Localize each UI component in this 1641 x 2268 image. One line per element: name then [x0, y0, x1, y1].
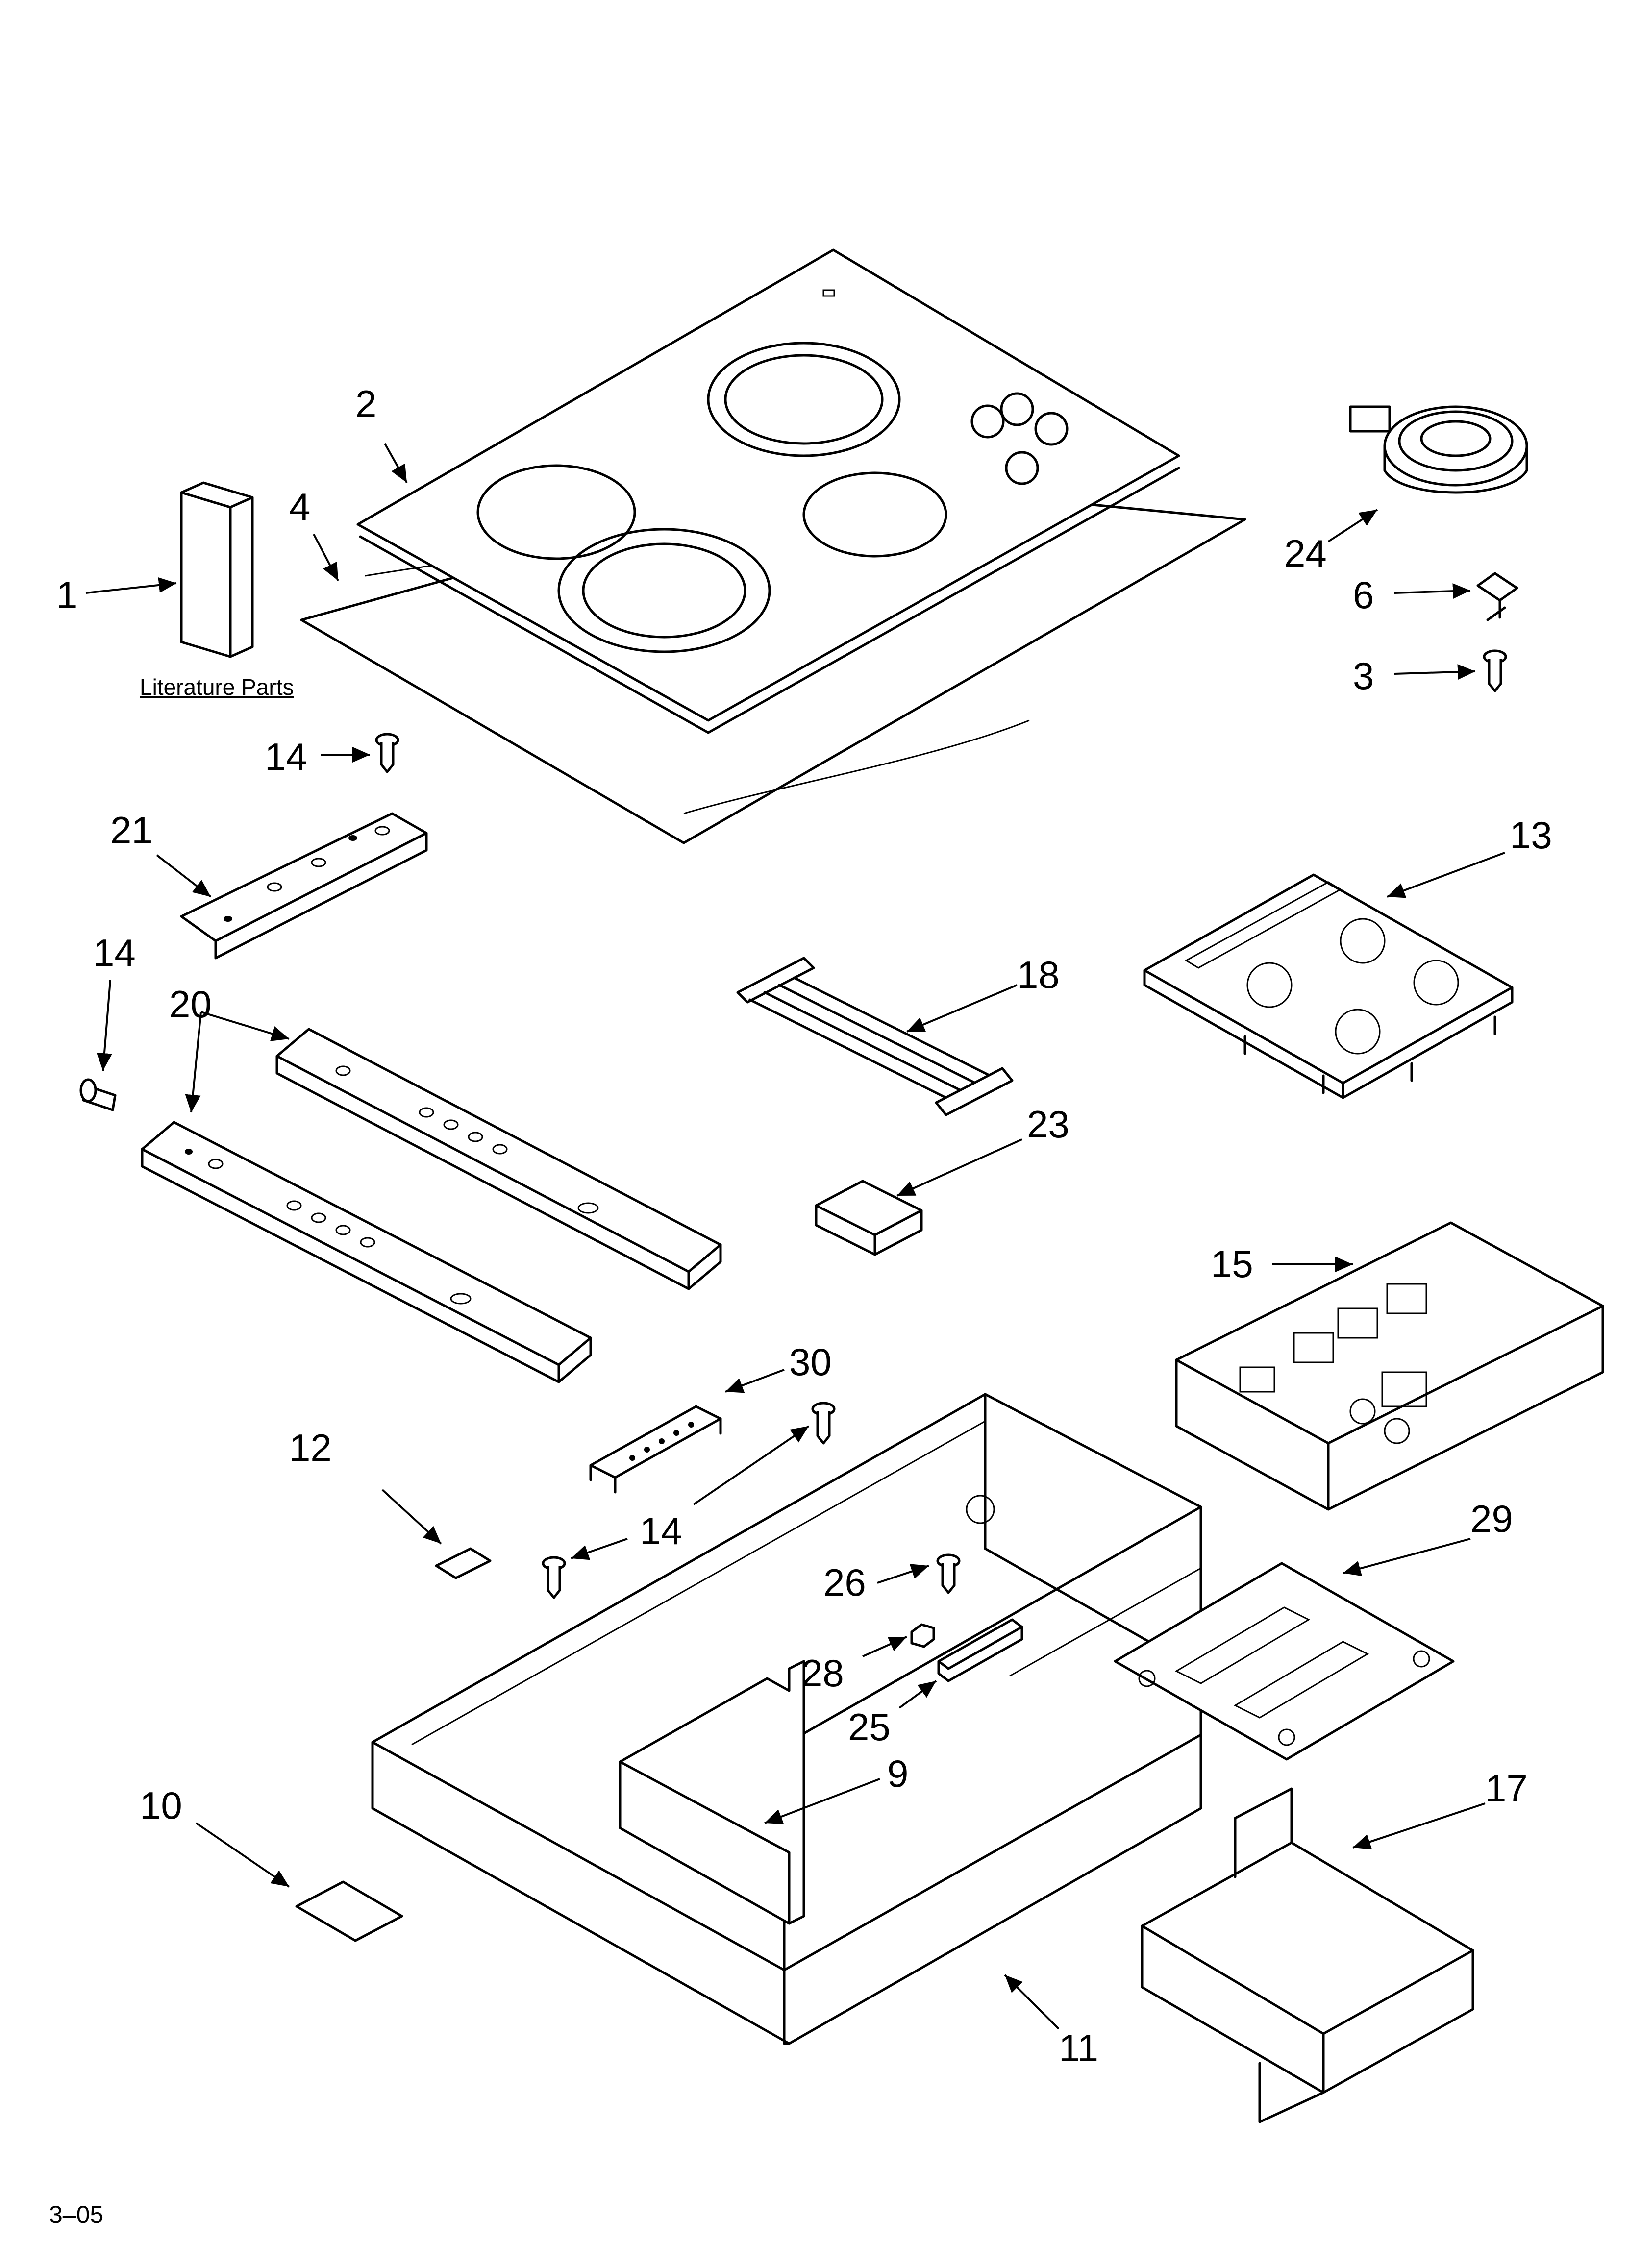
element-screw [1483, 649, 1507, 692]
callout-1: 1 [56, 573, 78, 616]
callout-17: 17 [1485, 1767, 1528, 1810]
control-board [1143, 873, 1514, 1099]
literature-parts-label: Literature Parts [140, 674, 294, 700]
box-screw-left [542, 1556, 566, 1599]
small-plate [435, 1547, 492, 1579]
hex-nut [910, 1623, 935, 1648]
wire-bracket [815, 1180, 923, 1256]
callout-26: 26 [823, 1561, 866, 1604]
callout-30: 30 [789, 1340, 832, 1383]
control-box-bracket [1141, 1787, 1474, 2123]
callout-14-top: 14 [265, 735, 307, 778]
side-rail-rear [275, 1028, 722, 1290]
callout-21: 21 [110, 809, 153, 852]
radiant-element [1349, 405, 1528, 494]
callout-14-center: 14 [640, 1509, 682, 1553]
callout-23: 23 [1027, 1103, 1069, 1146]
callout-9: 9 [887, 1752, 909, 1795]
callout-25: 25 [848, 1705, 891, 1749]
bracket-screw-top [375, 733, 399, 773]
callout-12: 12 [289, 1426, 332, 1469]
small-cover-plate [295, 1880, 403, 1942]
callout-11: 11 [1059, 2026, 1098, 2070]
literature-booklet [180, 481, 254, 658]
front-bracket [180, 812, 428, 960]
callout-20: 20 [169, 983, 212, 1026]
callout-10: 10 [140, 1784, 182, 1827]
callout-13: 13 [1510, 814, 1552, 857]
callout-29: 29 [1470, 1497, 1513, 1540]
footer-code: 3–05 [49, 2201, 104, 2228]
side-rail-front [141, 1121, 592, 1383]
terminal-strip [589, 1405, 722, 1494]
mounting-plate [1114, 1562, 1455, 1761]
inner-shield [619, 1660, 805, 1925]
callout-2: 2 [355, 382, 377, 425]
terminal-block [937, 1618, 1023, 1682]
leader-lines [85, 443, 1505, 2030]
callout-4: 4 [289, 485, 311, 528]
callout-18: 18 [1017, 953, 1060, 996]
box-screw-center [811, 1402, 836, 1445]
bracket-screw-left [79, 1078, 117, 1111]
element-clip [1476, 572, 1518, 621]
callout-15: 15 [1211, 1242, 1253, 1285]
ribbon-cable [736, 957, 1014, 1116]
ground-screw [936, 1553, 961, 1594]
callout-14-left: 14 [93, 931, 136, 974]
callout-3: 3 [1353, 654, 1374, 697]
callout-28: 28 [801, 1652, 844, 1695]
cooktop-glass [356, 248, 1180, 734]
callout-24: 24 [1284, 532, 1327, 575]
callout-6: 6 [1353, 573, 1374, 616]
electronic-control-housing [1175, 1221, 1604, 1511]
